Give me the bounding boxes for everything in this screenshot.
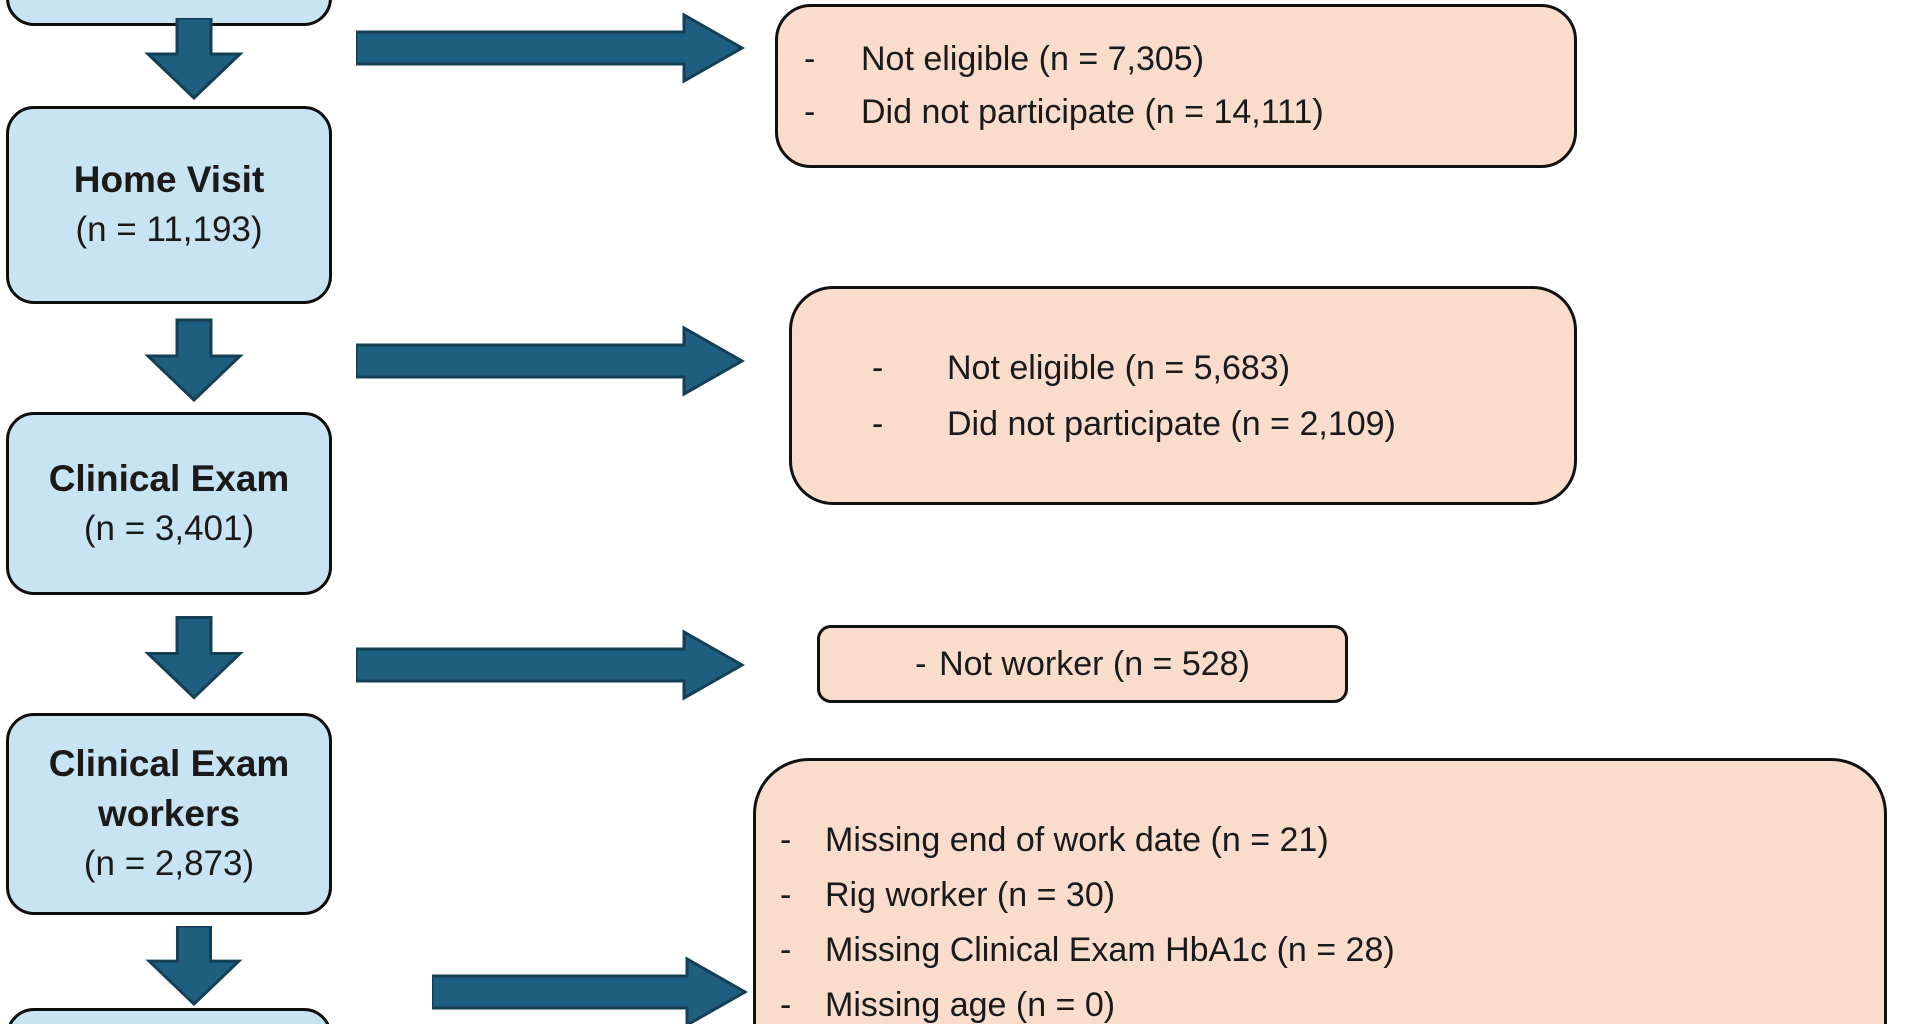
bullet-dash: - [804, 93, 816, 131]
exclusion-text: Not eligible (n = 5,683) [947, 348, 1291, 387]
exclusion-box-pre-home-visit: - Not eligible (n = 7,305) - Did not par… [775, 4, 1577, 168]
bullet-dash: - [872, 348, 884, 387]
stage-title: Clinical Exam [48, 457, 290, 499]
exclusion-text: Missing Clinical Exam HbA1c (n = 28) [825, 931, 1395, 969]
stage-count: (n = 2,873) [83, 844, 255, 883]
exclusion-box-missing-data: - Missing end of work date (n = 21) - Ri… [753, 758, 1887, 1024]
bullet-dash: - [804, 40, 816, 78]
stage-title: Home Visit [73, 159, 265, 200]
bullet-dash: - [780, 821, 792, 859]
exclusion-text: Did not participate (n = 2,109) [947, 404, 1396, 443]
exclusion-item: - Missing end of work date (n = 21) [780, 813, 1884, 868]
down-arrow-icon [144, 18, 244, 100]
right-arrow-icon [356, 629, 746, 701]
exclusion-item: - Did not participate (n = 2,109) [872, 396, 1574, 452]
exclusion-text: Rig worker (n = 30) [825, 876, 1116, 914]
exclusion-item: - Missing Clinical Exam HbA1c (n = 28) [780, 923, 1884, 978]
exclusion-text: Not eligible (n = 7,305) [861, 40, 1205, 78]
exclusion-item: - Not eligible (n = 7,305) [804, 33, 1574, 86]
stage-count: (n = 3,401) [83, 508, 255, 548]
stage-title-line2: workers [98, 793, 240, 834]
bullet-dash: - [780, 931, 792, 969]
exclusion-text: Missing end of work date (n = 21) [825, 821, 1329, 859]
stage-box-partial-bottom [6, 1008, 332, 1024]
down-arrow-icon [144, 318, 244, 403]
exclusion-text: Did not participate (n = 14,111) [861, 93, 1324, 131]
down-arrow-icon [144, 616, 244, 700]
exclusion-item: - Not worker (n = 528) [915, 644, 1250, 684]
exclusion-box-pre-clinical-exam: - Not eligible (n = 5,683) - Did not par… [789, 286, 1577, 505]
exclusion-box-not-worker: - Not worker (n = 528) [817, 625, 1348, 703]
exclusion-item: - Missing age (n = 0) [780, 978, 1884, 1024]
bullet-dash: - [780, 986, 792, 1024]
bullet-dash: - [915, 645, 927, 683]
stage-box-clinical-exam: Clinical Exam (n = 3,401) [6, 412, 332, 595]
right-arrow-icon [356, 325, 746, 397]
stage-count: (n = 11,193) [75, 210, 263, 249]
exclusion-item: - Did not participate (n = 14,111) [804, 86, 1574, 139]
stage-box-partial-top [6, 0, 332, 26]
stage-title: Clinical Exam [48, 743, 290, 784]
right-arrow-icon [432, 956, 749, 1024]
bullet-dash: - [872, 404, 884, 443]
down-arrow-icon [145, 926, 243, 1006]
stage-box-home-visit: Home Visit (n = 11,193) [6, 106, 332, 304]
exclusion-text: Missing age (n = 0) [825, 986, 1116, 1024]
exclusion-text: Not worker (n = 528) [939, 645, 1250, 683]
exclusion-item: - Rig worker (n = 30) [780, 868, 1884, 923]
stage-box-clinical-exam-workers: Clinical Exam workers (n = 2,873) [6, 713, 332, 915]
right-arrow-icon [356, 12, 746, 84]
exclusion-item: - Not eligible (n = 5,683) [872, 340, 1574, 396]
bullet-dash: - [780, 876, 792, 914]
